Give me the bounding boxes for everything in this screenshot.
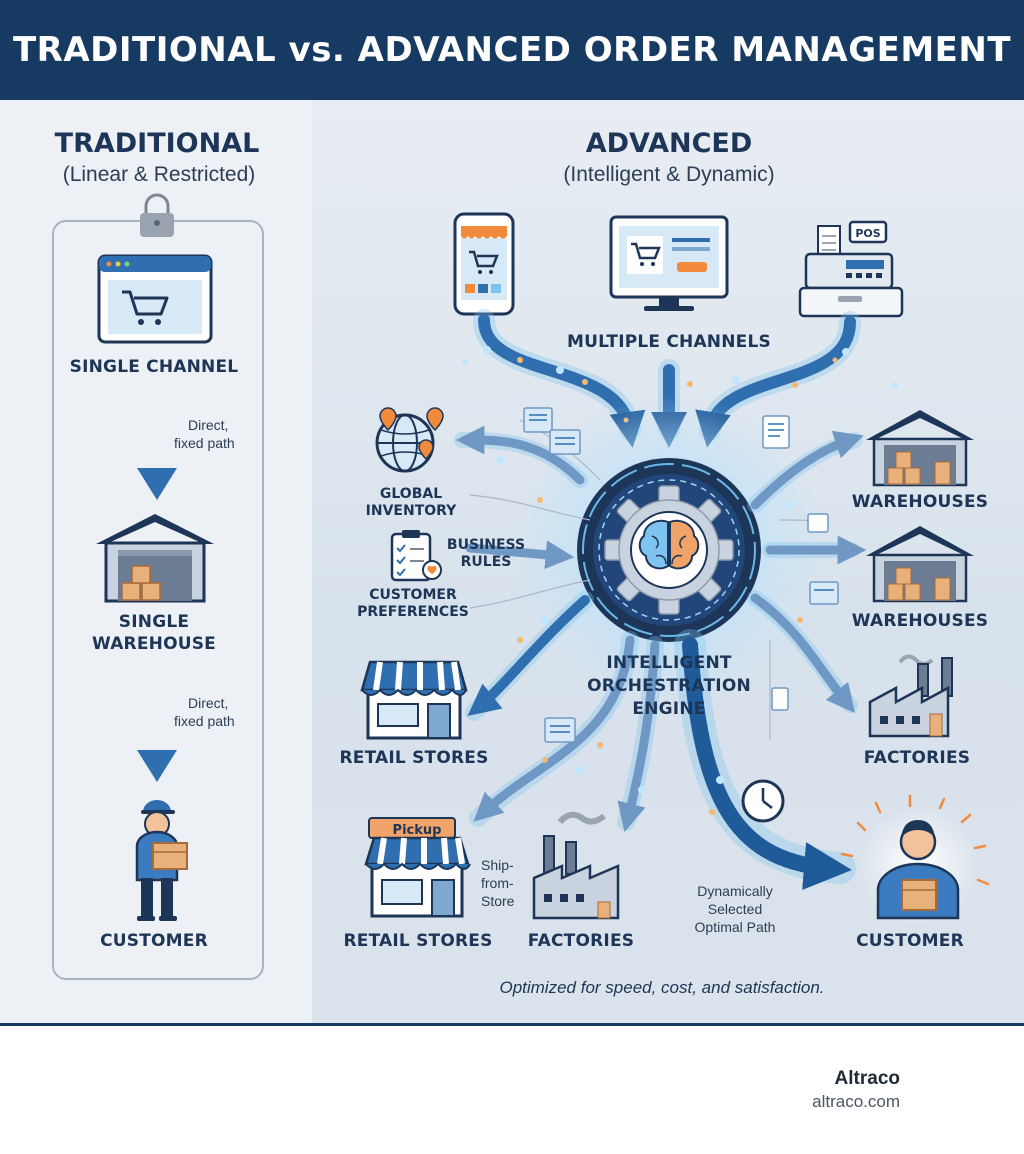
flow-sparkles-bottom [517,497,803,815]
single-warehouse-label-2: WAREHOUSE [92,634,216,654]
traditional-customer-label: CUSTOMER [100,931,208,951]
path-note-line: Direct, [188,695,229,711]
flow-dots [462,346,898,388]
brand-name: Altraco [834,1068,900,1089]
tagline: Optimized for speed, cost, and satisfact… [499,978,825,997]
document-icon [544,513,839,743]
path-note-line: Direct, [188,417,229,433]
warehouses-label-2: WAREHOUSES [851,611,989,631]
brain-gear-icon [577,458,761,642]
label-line: INTELLIGENT [606,653,732,673]
business-rules-label: BUSINESS RULES [447,537,525,571]
footer-divider [0,1023,1024,1026]
path-note-1: Direct, fixed path [174,416,235,452]
advanced-subtitle: (Intelligent & Dynamic) [563,163,775,186]
customer-preferences-label: CUSTOMER PREFERENCES [357,587,469,621]
warehouse-icon [866,410,974,487]
warehouse-icon [866,526,974,603]
traditional-subtitle: (Linear & Restricted) [62,163,256,186]
optimal-path-note: Dynamically Selected Optimal Path [695,882,776,936]
note-line: Store [481,893,515,909]
path-note-2: Direct, fixed path [174,694,235,730]
retail-stores-label-mid: RETAIL STORES [339,748,489,768]
input-flows [454,425,594,721]
advanced-title: ADVANCED [585,128,753,159]
page-title: TRADITIONAL vs. ADVANCED ORDER MANAGEMEN… [12,30,1012,70]
output-flows-right [747,430,867,714]
factory-icon [532,811,620,920]
warehouse-icon [96,514,214,603]
advanced-customer-label: CUSTOMER [856,931,964,951]
label-line: INVENTORY [365,503,457,519]
label-line: GLOBAL [379,486,443,502]
output-flows-bottom [469,629,856,890]
single-channel-label: SINGLE CHANNEL [69,357,239,377]
store-icon [364,817,471,918]
path-note-line: fixed path [174,435,235,451]
note-line: Selected [707,901,763,917]
smartphone-shop-icon [453,212,515,316]
label-line: PREFERENCES [357,604,469,620]
store-icon [360,660,468,740]
global-inventory-label: GLOBAL INVENTORY [366,486,457,520]
label-line: ORCHESTRATION [587,676,751,696]
factory-icon [868,654,953,738]
header-bar: TRADITIONAL vs. ADVANCED ORDER MANAGEMEN… [0,0,1024,100]
retail-stores-label-bottom: RETAIL STORES [343,931,493,951]
lock-icon [140,193,174,237]
delivery-worker-icon [135,800,188,921]
ship-from-store-note: Ship- from- Store [481,856,514,910]
label-line: BUSINESS [446,537,526,553]
pickup-label: Pickup [393,823,442,838]
flow-dots-bottom [496,456,794,794]
engine-label: INTELLIGENT ORCHESTRATION ENGINE [587,652,751,721]
note-line: Dynamically [697,883,773,899]
factories-label-bottom: FACTORIES [527,931,635,951]
label-line: RULES [460,554,512,570]
document-icon [523,407,581,455]
customer-icon [840,794,990,926]
path-note-line: fixed path [174,713,235,729]
note-line: Optimal Path [694,919,776,935]
brand-url[interactable]: altraco.com [812,1092,900,1111]
warehouses-label-1: WAREHOUSES [851,492,989,512]
label-line: ENGINE [632,699,706,719]
clipboard-checklist-icon [390,530,442,582]
label-line: CUSTOMER [369,587,457,603]
single-warehouse-label-1: SINGLE [118,612,190,632]
globe-pins-icon [375,407,444,473]
traditional-title: TRADITIONAL [54,128,260,159]
browser-cart-icon [97,254,213,344]
pos-register-icon: POS [798,220,904,318]
multiple-channels-label: MULTIPLE CHANNELS [567,332,771,352]
note-line: from- [481,875,514,891]
clock-icon [741,779,785,823]
note-line: Ship- [481,857,514,873]
document-icon [762,415,790,449]
factories-label-right: FACTORIES [863,748,971,768]
desktop-cart-icon [609,215,729,311]
pos-label: POS [855,227,880,240]
